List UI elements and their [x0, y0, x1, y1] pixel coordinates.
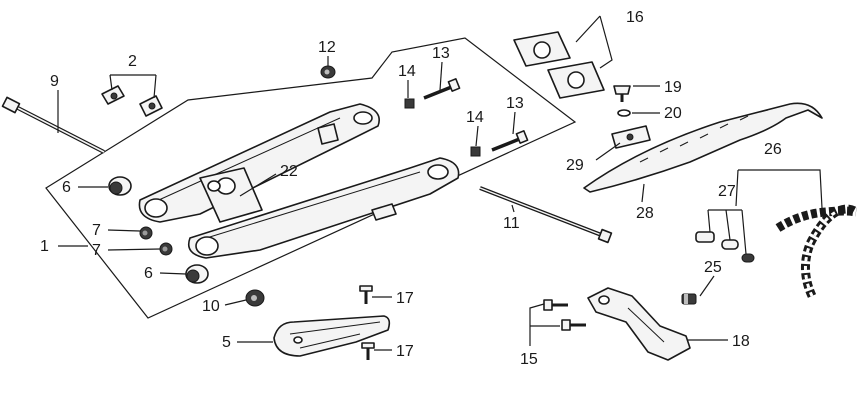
- chain-guide-part: [273, 315, 391, 357]
- bolt-lower-part: [491, 130, 529, 152]
- bolt-slider-upper-part: [543, 299, 568, 311]
- callout-22: 22: [280, 163, 298, 180]
- callout-13a: 13: [432, 45, 450, 62]
- nut-axle-part: [245, 289, 265, 307]
- callout-20: 20: [664, 105, 682, 122]
- callout-19: 19: [664, 79, 682, 96]
- swingarm-assembly-frame: [45, 37, 577, 319]
- callout-27: 27: [718, 183, 736, 200]
- callout-1: 1: [40, 238, 49, 255]
- bolt-upper-part: [423, 78, 461, 100]
- callout-6b: 6: [144, 265, 153, 282]
- master-link-plate-part: [695, 231, 715, 243]
- seal-lower-part: [159, 242, 173, 256]
- drive-chain-part: [775, 204, 859, 298]
- clip-part: [611, 125, 651, 149]
- nut-lower-part: [470, 146, 481, 157]
- callout-2: 2: [128, 53, 137, 70]
- callout-13b: 13: [506, 95, 524, 112]
- seal-upper-part: [139, 226, 153, 240]
- callout-16: 16: [626, 9, 644, 26]
- callout-29: 29: [566, 157, 584, 174]
- callout-14a: 14: [398, 63, 416, 80]
- pivot-bolt-part: [1, 96, 105, 154]
- callout-14b: 14: [466, 109, 484, 126]
- master-link-clip-part: [721, 239, 739, 250]
- callout-28: 28: [636, 205, 654, 222]
- callout-25: 25: [704, 259, 722, 276]
- callout-10: 10: [202, 298, 220, 315]
- callout-11: 11: [503, 215, 520, 232]
- callout-17b: 17: [396, 343, 414, 360]
- swingarm-part: [138, 103, 460, 259]
- washer-part: [617, 109, 631, 117]
- callout-6a: 6: [62, 179, 71, 196]
- bolt-slider-lower-part: [561, 319, 586, 331]
- screw-part: [613, 85, 631, 102]
- chain-slider-part: [587, 287, 691, 361]
- callout-18: 18: [732, 333, 750, 350]
- callout-7a: 7: [92, 222, 101, 239]
- axle-part: [479, 186, 613, 244]
- adjuster-block-lower-part: [547, 61, 605, 99]
- screw-guide-upper-part: [359, 285, 373, 304]
- nut-slider-part: [681, 293, 697, 305]
- nut-upper-part: [404, 98, 415, 109]
- bushing-upper-part: [108, 176, 132, 196]
- bushing-lower-part: [185, 264, 209, 284]
- callout-12: 12: [318, 39, 336, 56]
- callout-5: 5: [222, 334, 231, 351]
- callout-17a: 17: [396, 290, 414, 307]
- master-link-pin-part: [741, 253, 755, 263]
- callout-7b: 7: [92, 242, 101, 259]
- callout-15: 15: [520, 351, 538, 368]
- nut-top-part: [320, 65, 336, 79]
- leader-lines: [57, 15, 823, 351]
- callout-9: 9: [50, 73, 59, 90]
- screw-guide-lower-part: [361, 342, 375, 360]
- bracket-part: [101, 85, 163, 117]
- adjuster-block-upper-part: [513, 31, 571, 67]
- chain-guard-part: [583, 102, 823, 193]
- callout-26: 26: [764, 141, 782, 158]
